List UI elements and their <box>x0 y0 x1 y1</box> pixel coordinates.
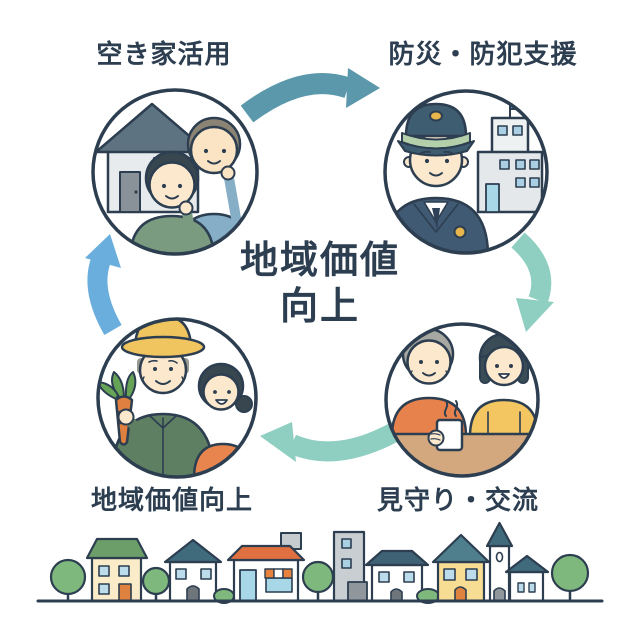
young-woman <box>192 362 254 477</box>
carrot-icon <box>98 371 145 446</box>
tree-icon <box>141 566 171 603</box>
node-circle-vacant-house <box>91 88 259 256</box>
node-circle-watch-exchange <box>384 322 540 478</box>
center-title: 地域価値 向上 <box>160 238 480 329</box>
tree-icon <box>550 553 590 603</box>
office-building-icon <box>332 530 368 603</box>
younger-woman <box>468 332 538 438</box>
label-safety-crime-support: 防災・防犯支援 <box>388 40 578 70</box>
slate-roof-house-icon <box>364 549 430 603</box>
teal-roof-house-icon <box>163 538 223 603</box>
tree-icon <box>301 560 335 603</box>
vacant-house-illustration <box>94 102 252 254</box>
cycle-arrow-right <box>511 232 554 332</box>
church-icon <box>485 521 550 603</box>
awning-icon <box>264 568 293 579</box>
police-station-icon <box>476 98 544 214</box>
cycle-arrow-left <box>85 234 122 335</box>
cycle-arrow-bottom <box>260 421 403 462</box>
label-watch-exchange: 見守り・交流 <box>376 486 539 516</box>
center-title-line1: 地域価値 <box>239 238 400 282</box>
chest-badge-icon <box>453 225 467 239</box>
farmer-man <box>98 319 216 477</box>
cap-badge-icon <box>429 110 443 122</box>
tree-icon <box>49 558 87 603</box>
label-community-value-up: 地域価値向上 <box>90 486 253 516</box>
node-circle-community-value <box>96 317 258 479</box>
steaming-mug-icon <box>427 400 464 452</box>
shop-icon <box>226 532 306 603</box>
node-circle-safety-support <box>383 89 549 255</box>
yellow-house-icon <box>431 533 491 603</box>
cycle-arrow-top <box>240 68 380 123</box>
label-vacant-house-use: 空き家活用 <box>96 40 232 70</box>
green-roof-house-icon <box>85 537 149 603</box>
center-title-line2: 向上 <box>279 283 360 328</box>
townscape-skyline <box>36 521 604 604</box>
